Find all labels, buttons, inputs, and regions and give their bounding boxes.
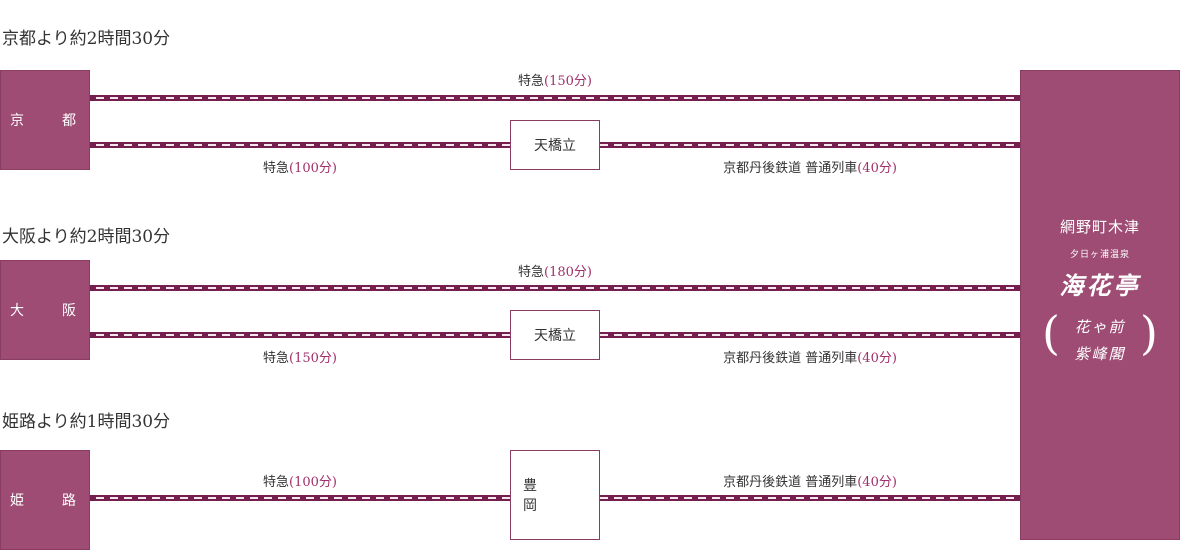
line-name: 京都丹後鉄道 普通列車 [723,475,858,490]
annex-line-2: 紫峰閣 [1074,345,1126,363]
travel-time: (180分) [544,265,592,280]
left-label-himeji: 特急(100分) [263,471,337,490]
upper-route-label-kyoto: 特急(150分) [518,70,592,89]
lower-left-label-kyoto: 特急(100分) [263,157,337,176]
line-name: 特急 [263,475,290,490]
route-heading-kyoto: 京都より約2時間30分 [2,29,171,49]
line-name: 特急 [263,351,290,366]
lower-right-label-osaka: 京都丹後鉄道 普通列車(40分) [723,347,897,366]
travel-time: (150分) [544,74,592,89]
track-upper-kyoto [90,95,1020,101]
annex-line-1: 花ゃ前 [1074,318,1126,336]
destination-box: 網野町木津 夕日ヶ浦温泉 海花亭 ( 花ゃ前 紫峰閣 ) [1020,70,1180,540]
travel-time: (40分) [857,161,897,176]
via-station-amanohashidate-1: 天橋立 [510,120,600,170]
line-name: 特急 [518,265,545,280]
track-upper-osaka [90,285,1020,291]
destination-hotel-name: 海花亭 [1059,271,1141,300]
travel-time: (100分) [289,161,337,176]
travel-time: (100分) [289,475,337,490]
destination-area: 網野町木津 [1059,218,1140,236]
route-heading-osaka: 大阪より約2時間30分 [2,227,171,247]
destination-onsen: 夕日ヶ浦温泉 [1069,250,1130,260]
travel-time: (40分) [857,351,897,366]
upper-route-label-osaka: 特急(180分) [518,261,592,280]
line-name: 特急 [518,74,545,89]
route-heading-himeji: 姫路より約1時間30分 [2,412,171,432]
lower-left-label-osaka: 特急(150分) [263,347,337,366]
line-name: 京都丹後鉄道 普通列車 [723,161,858,176]
origin-box-osaka: 大 阪 [0,260,90,360]
via-station-amanohashidate-2: 天橋立 [510,310,600,360]
via-station-toyooka: 豊 岡 [510,450,600,540]
line-name: 特急 [263,161,290,176]
origin-box-kyoto: 京 都 [0,70,90,170]
right-label-himeji: 京都丹後鉄道 普通列車(40分) [723,471,897,490]
travel-time: (150分) [289,351,337,366]
paren-close: ) [1140,306,1158,360]
origin-box-himeji: 姫 路 [0,450,90,550]
paren-open: ( [1042,306,1060,360]
line-name: 京都丹後鉄道 普通列車 [723,351,858,366]
travel-time: (40分) [857,475,897,490]
destination-annex: 花ゃ前 紫峰閣 [1020,314,1180,368]
lower-right-label-kyoto: 京都丹後鉄道 普通列車(40分) [723,157,897,176]
